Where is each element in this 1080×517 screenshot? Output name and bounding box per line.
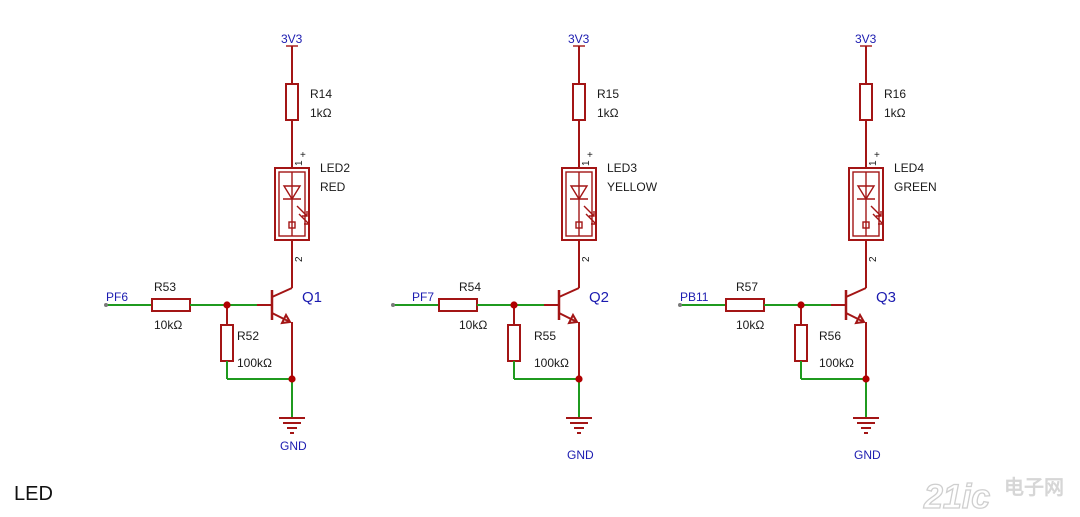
- led-ref: LED3: [607, 161, 637, 175]
- r-top-value: 1kΩ: [310, 106, 332, 120]
- power-net-label: 3V3: [281, 32, 303, 46]
- figure-caption: LED: [14, 483, 53, 505]
- r-base-ref: R57: [736, 280, 758, 294]
- watermark-cjk: 电子网: [1004, 475, 1064, 499]
- power-net-label: 3V3: [568, 32, 590, 46]
- led-color: RED: [320, 180, 346, 194]
- power-net-label: 3V3: [855, 32, 877, 46]
- r-pull-value: 100kΩ: [819, 356, 854, 370]
- transistor-ref: Q1: [302, 289, 322, 306]
- led-pin-1: 1: [294, 160, 305, 166]
- led-color: GREEN: [894, 180, 937, 194]
- led-pin-2: 2: [294, 256, 305, 262]
- r-top-ref: R16: [884, 87, 906, 101]
- r-base-ref: R54: [459, 280, 481, 294]
- led-pin-1: 1: [581, 160, 592, 166]
- r-top-ref: R14: [310, 87, 332, 101]
- driver-stage-1: 3V3 R14 1kΩ + 1 LED2 RED 2 PF6 R53 10kΩ …: [102, 32, 350, 453]
- input-net-label: PF6: [106, 290, 128, 304]
- led-pin-plus: +: [587, 150, 593, 161]
- watermark-latin: 21ic: [923, 478, 990, 516]
- r-pull-value: 100kΩ: [237, 356, 272, 370]
- input-net-label: PF7: [412, 290, 434, 304]
- r-base-value: 10kΩ: [736, 318, 764, 332]
- r-top-ref: R15: [597, 87, 619, 101]
- driver-stage-3: 3V3 R16 1kΩ + 1 LED4 GREEN 2 PB11 R57 10…: [676, 32, 937, 462]
- transistor-ref: Q3: [876, 289, 896, 306]
- led-pin-plus: +: [300, 150, 306, 161]
- ground-label: GND: [567, 448, 594, 462]
- ground-label: GND: [854, 448, 881, 462]
- r-pull-ref: R55: [534, 329, 556, 343]
- led-color: YELLOW: [607, 180, 658, 194]
- led-pin-1: 1: [868, 160, 879, 166]
- watermark: 21ic 电子网: [922, 475, 1064, 517]
- led-ref: LED2: [320, 161, 350, 175]
- driver-stage-2: 3V3 R15 1kΩ + 1 LED3 YELLOW 2 PF7 R54 10…: [389, 32, 658, 462]
- led-pin-plus: +: [874, 150, 880, 161]
- r-base-ref: R53: [154, 280, 176, 294]
- ground-label: GND: [280, 439, 307, 453]
- led-pin-2: 2: [581, 256, 592, 262]
- led-pin-2: 2: [868, 256, 879, 262]
- led-ref: LED4: [894, 161, 924, 175]
- r-top-value: 1kΩ: [884, 106, 906, 120]
- input-net-label: PB11: [680, 290, 709, 304]
- r-pull-value: 100kΩ: [534, 356, 569, 370]
- r-pull-ref: R52: [237, 329, 259, 343]
- r-base-value: 10kΩ: [459, 318, 487, 332]
- r-top-value: 1kΩ: [597, 106, 619, 120]
- r-pull-ref: R56: [819, 329, 841, 343]
- r-base-value: 10kΩ: [154, 318, 182, 332]
- transistor-ref: Q2: [589, 289, 609, 306]
